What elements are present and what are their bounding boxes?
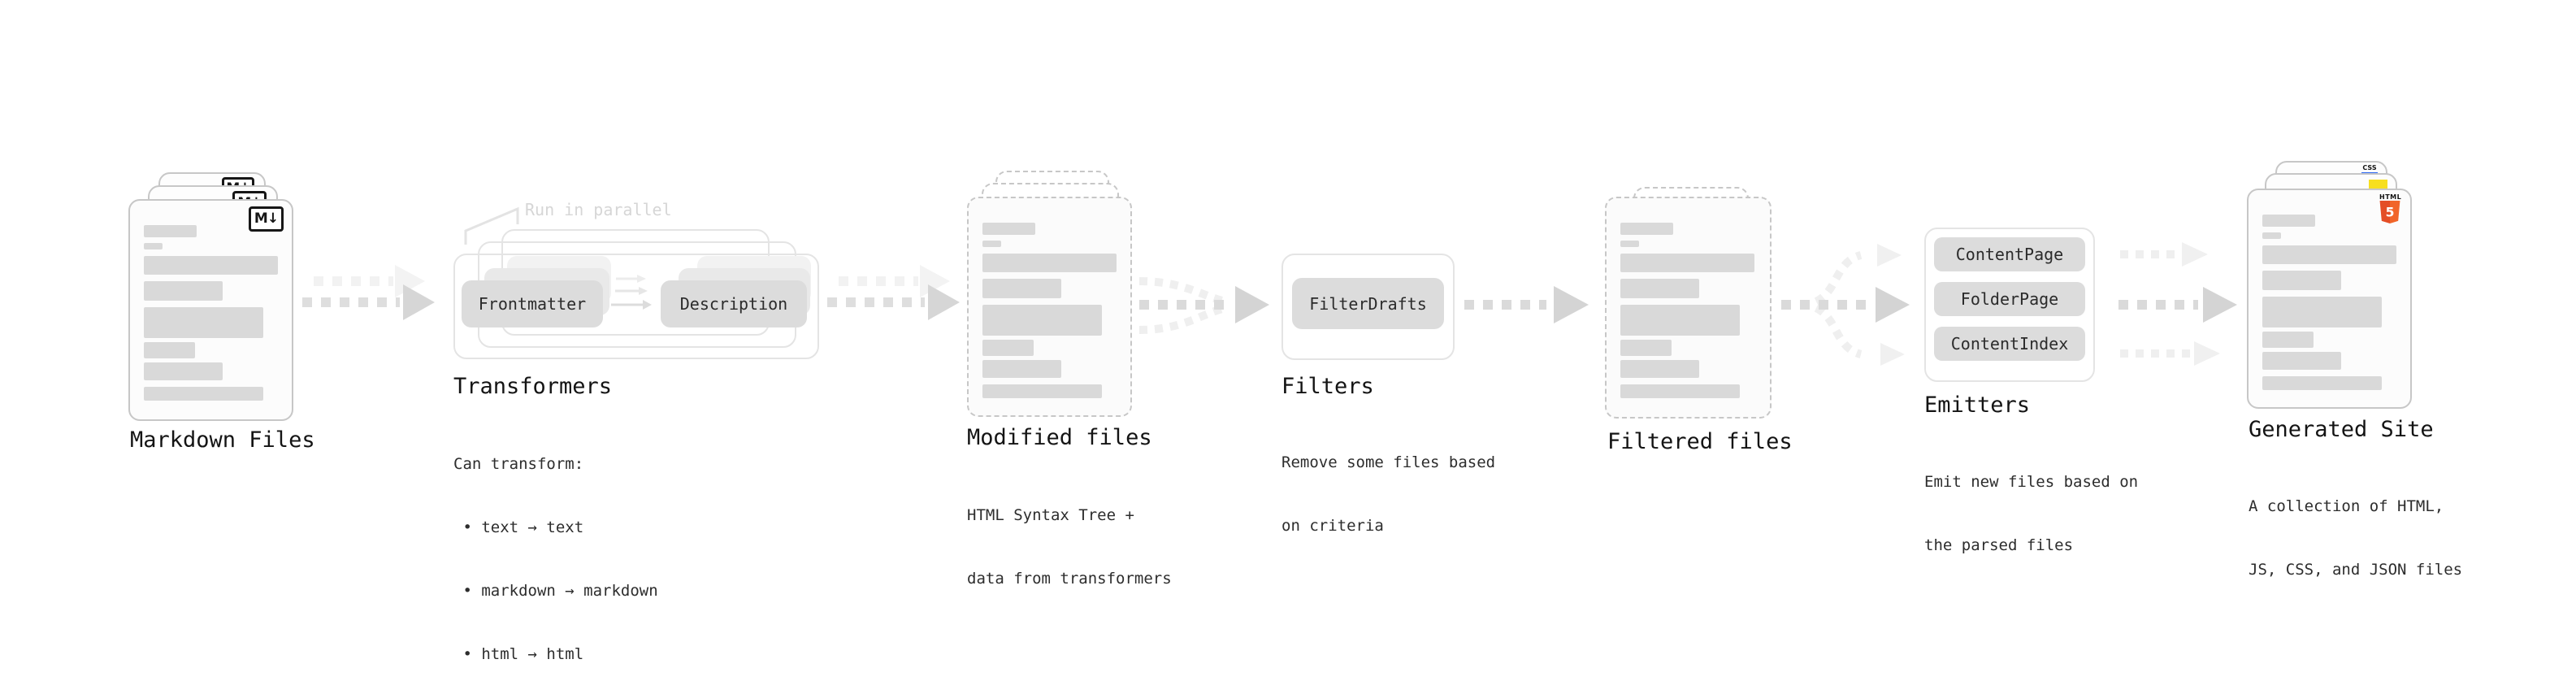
generated-site-description: A collection of HTML, JS, CSS, and JSON … — [2249, 497, 2463, 579]
emitter-chip-contentpage: ContentPage — [1934, 237, 2085, 271]
filterdrafts-chip: FilterDrafts — [1292, 278, 1444, 329]
filtered-doc-front — [1605, 197, 1772, 419]
arrow-modified-to-filters — [1138, 277, 1269, 334]
emitters-title: Emitters — [1924, 393, 2031, 418]
description-chip: Description — [661, 280, 807, 327]
transformers-description: Can transform: • text → text • markdown … — [453, 455, 658, 663]
generated-doc-front: HTML 5 — [2247, 189, 2412, 409]
arrow-filters-to-filtered — [1464, 286, 1589, 323]
doc-content-placeholder — [1620, 198, 1759, 417]
generated-site-title: Generated Site — [2249, 417, 2434, 442]
modified-files-description: HTML Syntax Tree + data from transformer… — [967, 506, 1172, 588]
filtered-files-node — [1605, 187, 1800, 431]
transformers-frame-front — [453, 254, 819, 359]
emitter-chip-contentindex: ContentIndex — [1934, 327, 2085, 361]
annotation-callout-line — [464, 206, 519, 245]
arrow-filtered-to-emitters — [1781, 244, 1910, 366]
svg-text:5: 5 — [2386, 206, 2395, 220]
arrow-markdown-to-transformers — [302, 265, 435, 320]
emitter-chip-folderpage: FolderPage — [1934, 282, 2085, 316]
filters-description: Remove some files based on criteria — [1281, 453, 1496, 535]
markdown-doc-front: M↓ — [128, 199, 293, 421]
markdown-files-title: Markdown Files — [130, 427, 315, 453]
emitters-description: Emit new files based on the parsed files — [1924, 473, 2139, 554]
modified-files-title: Modified files — [967, 425, 1152, 450]
doc-content-placeholder — [2262, 190, 2400, 407]
run-in-parallel-label: Run in parallel — [525, 200, 672, 219]
modified-doc-front — [967, 197, 1132, 417]
doc-content-placeholder — [144, 201, 282, 419]
filters-title: Filters — [1281, 374, 1374, 399]
js-badge — [2369, 180, 2387, 189]
transformers-title: Transformers — [453, 374, 613, 399]
arrow-emitters-to-generated — [2118, 242, 2237, 366]
markdown-files-node: M↓ M↓ M↓ — [128, 172, 323, 424]
markdown-icon: M↓ — [249, 206, 284, 232]
modified-files-node — [967, 171, 1162, 423]
filtered-files-title: Filtered files — [1607, 429, 1793, 454]
doc-content-placeholder — [982, 198, 1121, 415]
frontmatter-chip: Frontmatter — [462, 280, 603, 327]
generated-site-node: CSS HTML 5 — [2247, 161, 2446, 413]
arrow-transformers-to-modified — [827, 265, 960, 320]
html5-icon: HTML 5 — [2379, 193, 2401, 223]
transform-arrows-icon — [611, 275, 652, 310]
